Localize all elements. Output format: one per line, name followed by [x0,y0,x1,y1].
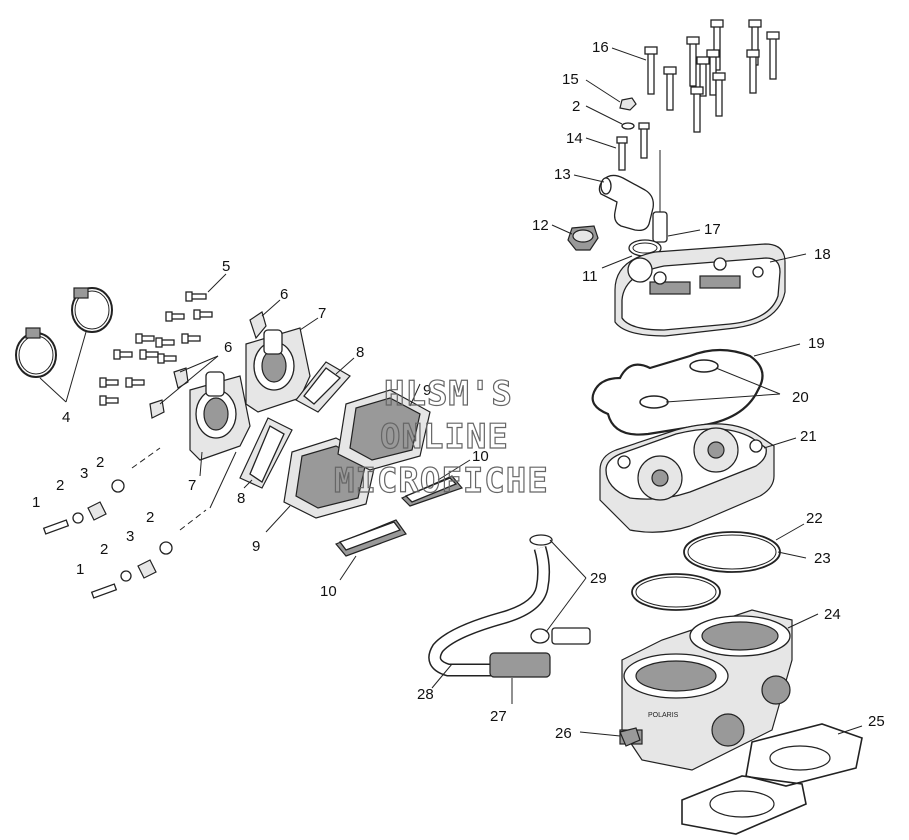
callout-27: 27 [490,708,507,725]
callout-9b: 9 [252,538,260,555]
callout-12: 12 [532,217,549,234]
callout-17: 17 [704,221,721,238]
watermark-line-3: MICROFICHE [334,461,549,501]
callout-23: 23 [814,550,831,567]
watermark: HLSM'S ONLINE MICROFICHE [333,373,549,501]
leader-lines [39,47,863,737]
callout-2d: 2 [100,541,108,558]
callout-5: 5 [222,258,230,275]
callout-20: 20 [792,389,809,406]
small-bolts [99,291,213,406]
hose-clamps [15,287,113,378]
callout-2e: 2 [146,509,154,526]
callout-26: 26 [555,725,572,742]
callout-3b: 3 [126,528,134,545]
callout-1b: 1 [76,561,84,578]
head-gasket [591,348,764,436]
water-hose [428,534,591,678]
head-cover [614,243,786,337]
callout-2b: 2 [96,454,104,471]
base-gaskets [681,723,863,835]
reed-valves [283,389,431,519]
callout-15: 15 [562,71,579,88]
reed-petals [335,475,464,557]
callout-8b: 8 [237,490,245,507]
cylinder-marking: POLARIS [648,712,679,719]
thermostat-housing [598,150,668,243]
callout-22: 22 [806,510,823,527]
reed-bolts-lower [90,541,173,599]
callout-10: 10 [472,448,489,465]
watermark-line-2: ONLINE [380,417,509,457]
head-bolts [644,19,780,133]
callout-7: 7 [318,305,326,322]
callout-14: 14 [566,130,583,147]
callout-3: 3 [80,465,88,482]
callout-11: 11 [582,268,598,285]
reed-bolts-upper [42,479,125,535]
callout-18: 18 [814,246,831,263]
callout-2: 2 [572,98,580,115]
callout-16: 16 [592,39,609,56]
watermark-line-1: HLSM'S [384,374,513,414]
callout-25: 25 [868,713,885,730]
nut-washer-studs [616,97,650,171]
callout-8: 8 [356,344,364,361]
callout-19: 19 [808,335,825,352]
cylinder-head [599,423,775,533]
reed-cages [239,361,351,489]
thermostat [567,225,662,257]
callout-24: 24 [824,606,841,623]
callout-13: 13 [554,166,571,183]
callout-21: 21 [800,428,817,445]
callout-9: 9 [423,382,431,399]
callout-1: 1 [32,494,40,511]
reed-housings [189,327,311,461]
callout-2c: 2 [56,477,64,494]
cylinder-block: POLARIS [619,609,793,771]
callout-28: 28 [417,686,434,703]
callout-labels: 16 15 2 14 13 12 17 11 18 5 6 7 6 8 4 19… [32,39,885,742]
callout-10b: 10 [320,583,337,600]
cylinder-orings [631,531,781,611]
callout-7b: 7 [188,477,196,494]
callout-29: 29 [590,570,607,587]
callout-6: 6 [280,286,288,303]
brackets [149,311,267,419]
callout-4: 4 [62,409,70,426]
callout-6b: 6 [224,339,232,356]
